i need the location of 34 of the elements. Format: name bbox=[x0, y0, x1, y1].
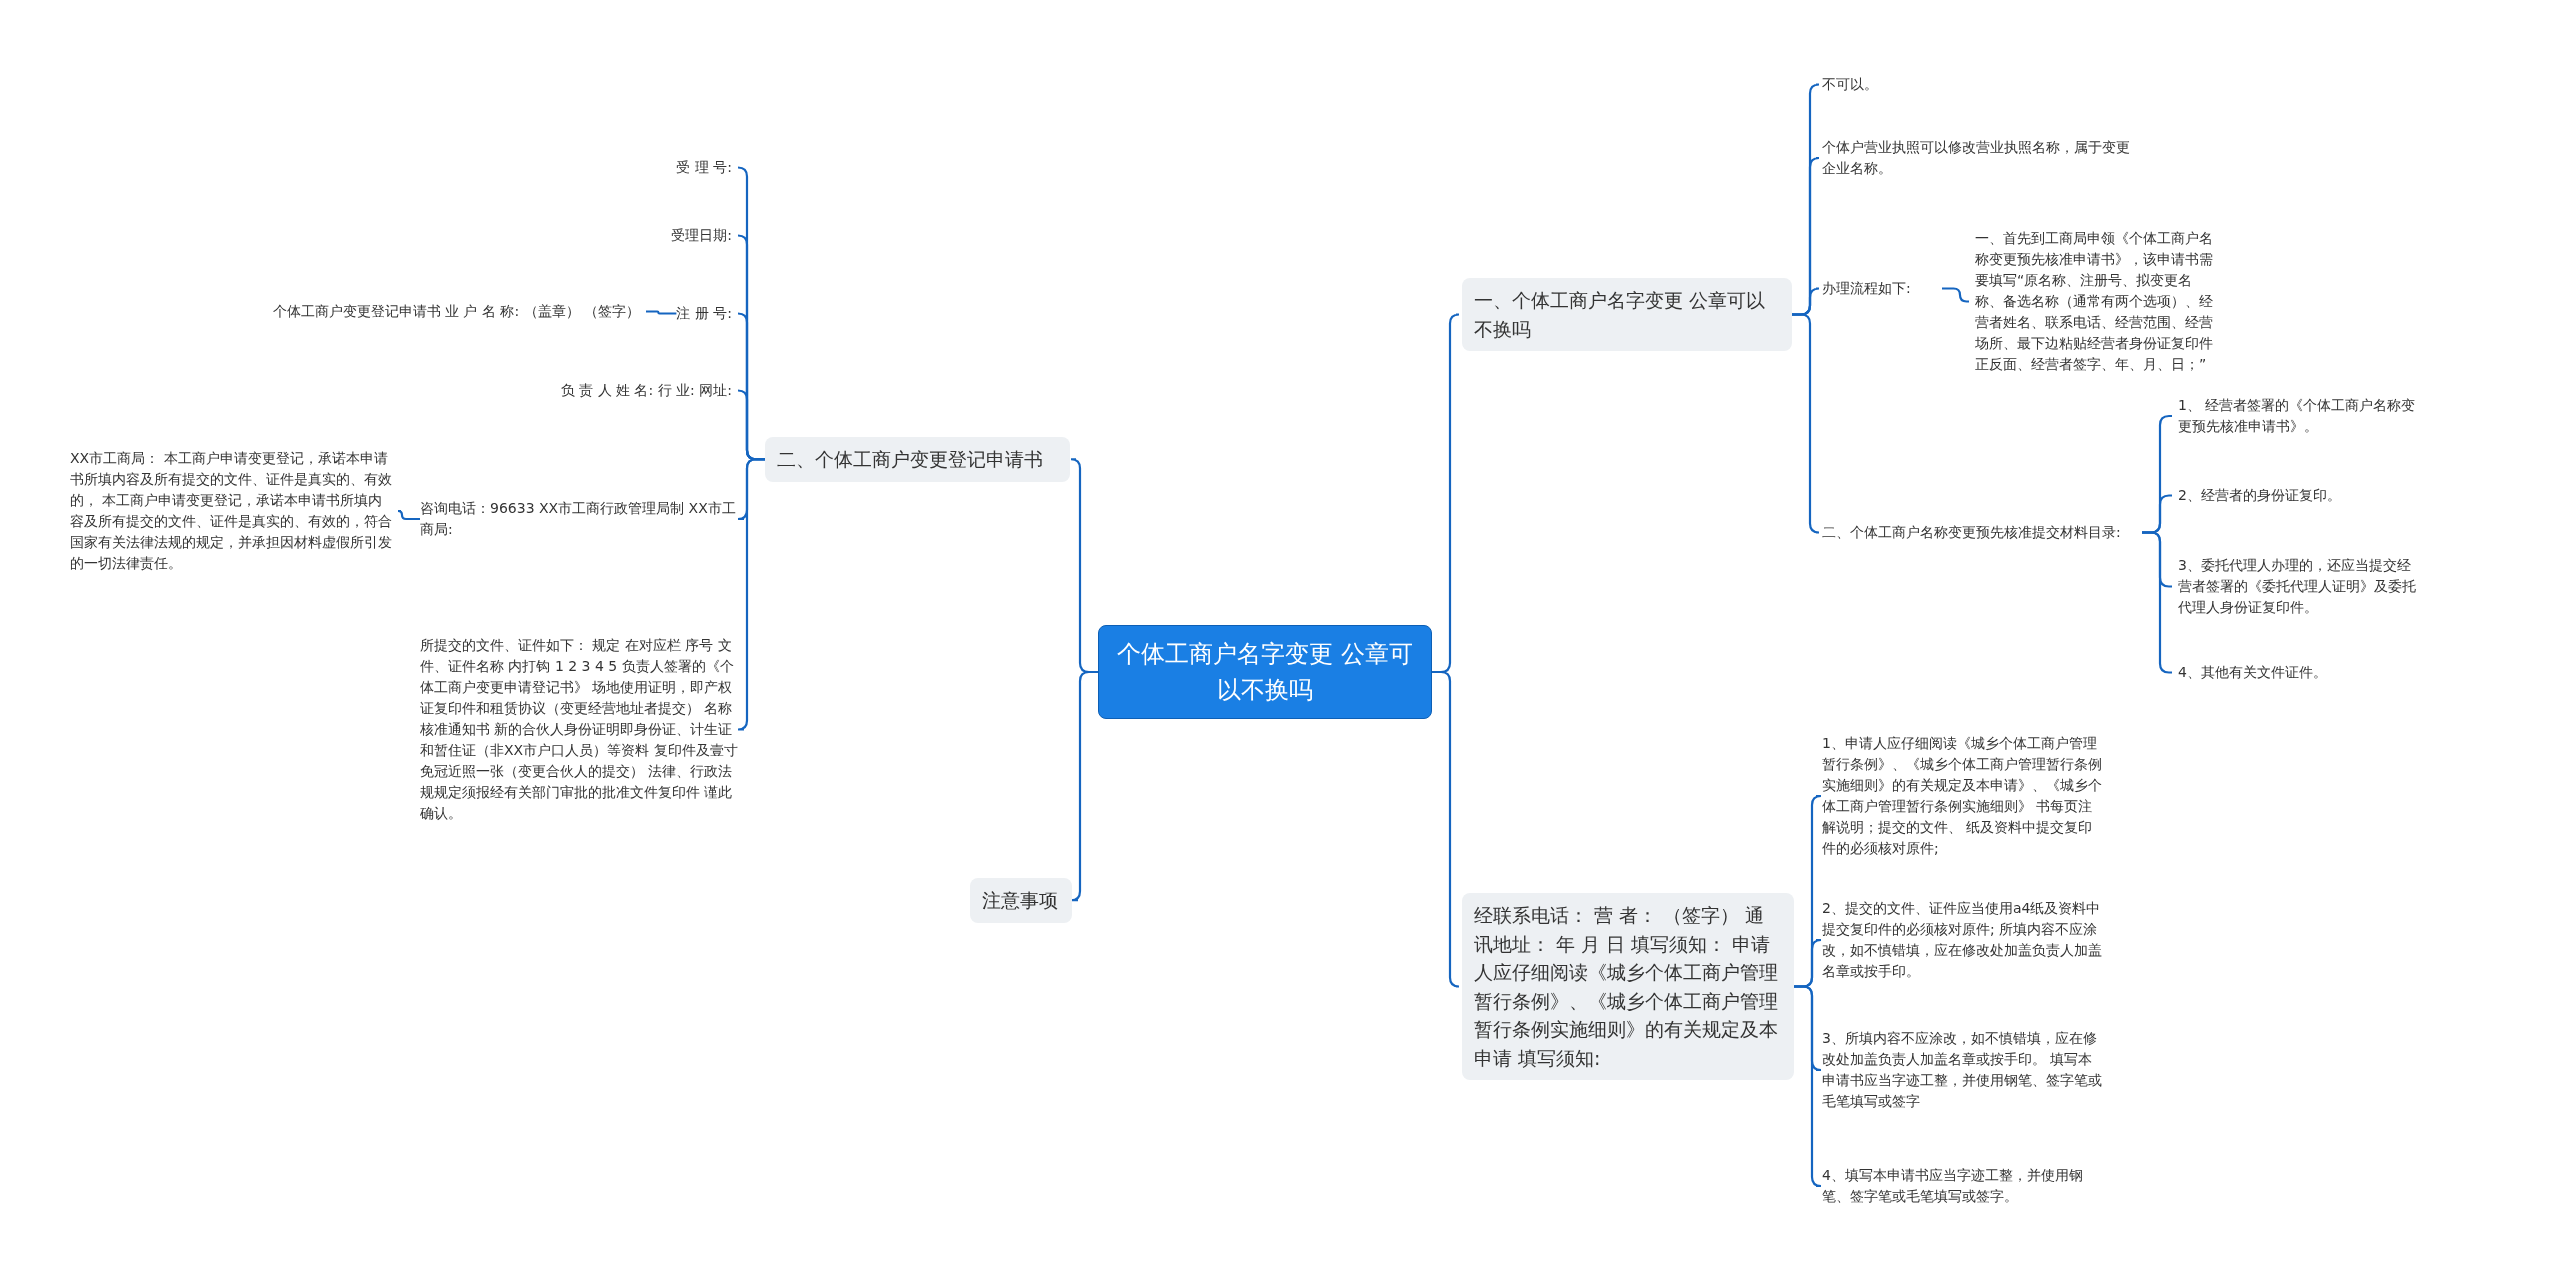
connector-line bbox=[1432, 670, 1461, 988]
topic-text: 1、 经营者签署的《个体工商户名称变更预先核准申请书》。 bbox=[2178, 395, 2423, 437]
topic-text: 4、其他有关文件证件。 bbox=[2178, 662, 2423, 683]
connector-line bbox=[736, 458, 765, 731]
topic-text: 2、经营者的身份证复印。 bbox=[2178, 485, 2423, 506]
connector-line bbox=[1942, 287, 1969, 303]
topic-text: 3、委托代理人办理的，还应当提交经营者签署的《委托代理人证明》及委托代理人身份证复印件。 bbox=[2178, 555, 2423, 618]
topic-text: 咨询电话：96633 XX市工商行政管理局制 XX市工商局: bbox=[420, 498, 738, 540]
topic-text: 受理日期: bbox=[671, 225, 732, 246]
topic-box: 经联系电话： 营 者： （签字） 通讯地址： 年 月 日 填写须知： 申请人应仔细阅读《城乡个体工商户管理暂行条例》、《城乡个体工商户管理暂行条例实施细则》的有关规定及本申请 填写须知: bbox=[1462, 893, 1794, 1080]
connector-line bbox=[1792, 313, 1821, 534]
topic-text: 个体工商户变更登记申请书 业 户 名 称: （盖章） （签字） bbox=[272, 301, 640, 322]
topic-text: 二、个体工商户名称变更预先核准提交材料目录: bbox=[1822, 522, 2142, 543]
topic-text: 2、提交的文件、证件应当使用a4纸及资料中提交复印件的必须核对原件; 所填内容不应涂改，如不慎错填，应在修改处加盖负责人加盖名章或按手印。 bbox=[1822, 898, 2102, 982]
connector-line bbox=[2142, 531, 2172, 674]
connector-line bbox=[646, 310, 677, 315]
topic-text: 3、所填内容不应涂改，如不慎错填，应在修改处加盖负责人加盖名章或按手印。 填写本申请书应当字迹工整，并使用钢笔、签字笔或毛笔填写或签字 bbox=[1822, 1028, 2102, 1112]
topic-text: 注 册 号: bbox=[676, 303, 732, 324]
topic-text: XX市工商局： 本工商户申请变更登记，承诺本申请书所填内容及所有提交的文件、证件是真实的、有效的， 本工商户申请变更登记，承诺本申请书所填内容及所有提交的文件、证件是真实的、有效的，符合国家有关法律法规的规定，并承担因材料虚假所引发的一切法律责任。 bbox=[70, 448, 395, 574]
topic-text: 4、填写本申请书应当字迹工整，并使用钢笔、签字笔或毛笔填写或签字。 bbox=[1822, 1165, 2102, 1207]
topic-text: 所提交的文件、证件如下： 规定 在对应栏 序号 文件、证件名称 内打钩 1 2 3 4 5 负责人签署的《个体工商户变更申请登记书》 场地使用证明，即产权证复印件和租赁协议（变更经营地址者提交） 名称核准通知书 新的合伙人身份证明即身份证、计生证和暂住证（非XX市户口人员）等资料 复印件及壹寸免冠近照一张（变更合伙人的提交） 法律、行政法规规定须报经有关部门审批的批准文件复印件 谨此确认。 bbox=[420, 635, 738, 824]
topic-text: 受 理 号: bbox=[676, 157, 732, 178]
connector-line bbox=[1794, 985, 1823, 1188]
topic-text: 一、首先到工商局申领《个体工商户名称变更预先核准申请书》，该申请书需要填写“原名称、注册号、拟变更名称、备选名称（通常有两个选项）、经营者姓名、联系电话、经营范围、经营场所、最下边粘贴经营者身份证复印件正反面、经营者签字、年、月、日；” bbox=[1975, 228, 2215, 375]
central-topic: 个体工商户名字变更 公章可以不换吗 bbox=[1098, 625, 1432, 719]
topic-box: 二、个体工商户变更登记申请书 bbox=[765, 437, 1070, 482]
topic-box: 一、个体工商户名字变更 公章可以不换吗 bbox=[1462, 278, 1792, 351]
topic-text: 办理流程如下: bbox=[1822, 278, 1942, 299]
connector-line bbox=[396, 509, 420, 521]
topic-text: 不可以。 bbox=[1822, 74, 2122, 95]
topic-text: 负 责 人 姓 名: 行 业: 网址: bbox=[560, 380, 732, 401]
topic-box: 注意事项 bbox=[970, 878, 1072, 923]
topic-text: 1、申请人应仔细阅读《城乡个体工商户管理暂行条例》、《城乡个体工商户管理暂行条例实施细则》的有关规定及本申请》、《城乡个体工商户管理暂行条例实施细则》 书每页注解说明；提交的文件、 纸及资料中提交复印件的必须核对原件; bbox=[1822, 733, 2102, 859]
topic-text: 个体户营业执照可以修改营业执照名称，属于变更企业名称。 bbox=[1822, 137, 2132, 179]
